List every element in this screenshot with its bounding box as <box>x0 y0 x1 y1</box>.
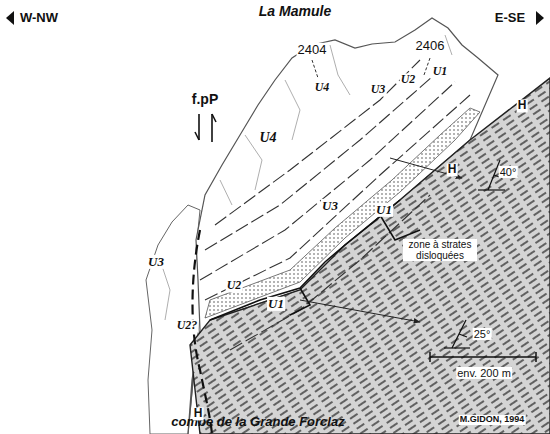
map-label: U1 <box>432 65 449 78</box>
figure-title: La Mamule <box>259 4 331 19</box>
map-label: H <box>517 99 528 112</box>
strata-lines <box>200 60 470 350</box>
map-label: zone à strates disloquées <box>403 239 477 261</box>
direction-arrow <box>536 11 544 25</box>
direction-arrow <box>6 11 14 25</box>
map-label: W-NW <box>19 11 59 25</box>
map-label: 25° <box>473 328 492 340</box>
map-label: f.pP <box>191 92 219 107</box>
contact-lines <box>210 200 420 320</box>
map-label: U1 <box>267 297 285 311</box>
map-label: U2 <box>226 279 243 292</box>
map-label: U3 <box>370 83 387 96</box>
fault-arrows <box>195 114 216 142</box>
map-label: env. 200 m <box>456 367 512 379</box>
map-label: H <box>193 407 204 420</box>
map-label: 2406 <box>415 39 446 53</box>
map-label: M.GIDON, 1994 <box>459 415 526 425</box>
map-label: U4 <box>314 81 331 94</box>
dip-leader <box>300 300 420 322</box>
map-label: H <box>447 163 458 176</box>
map-label: U3 <box>147 255 165 269</box>
map-label: U2? <box>176 319 199 332</box>
map-label: E-SE <box>494 11 526 25</box>
map-label: U2 <box>400 73 417 86</box>
left-cliff <box>146 205 202 434</box>
dip-leader <box>390 158 462 178</box>
scale-bar <box>430 352 536 362</box>
map-label: U1 <box>375 203 393 217</box>
map-label: U3 <box>321 199 339 213</box>
map-label: 40° <box>499 166 518 178</box>
map-label: 2404 <box>297 43 328 57</box>
map-label: U4 <box>258 130 277 145</box>
